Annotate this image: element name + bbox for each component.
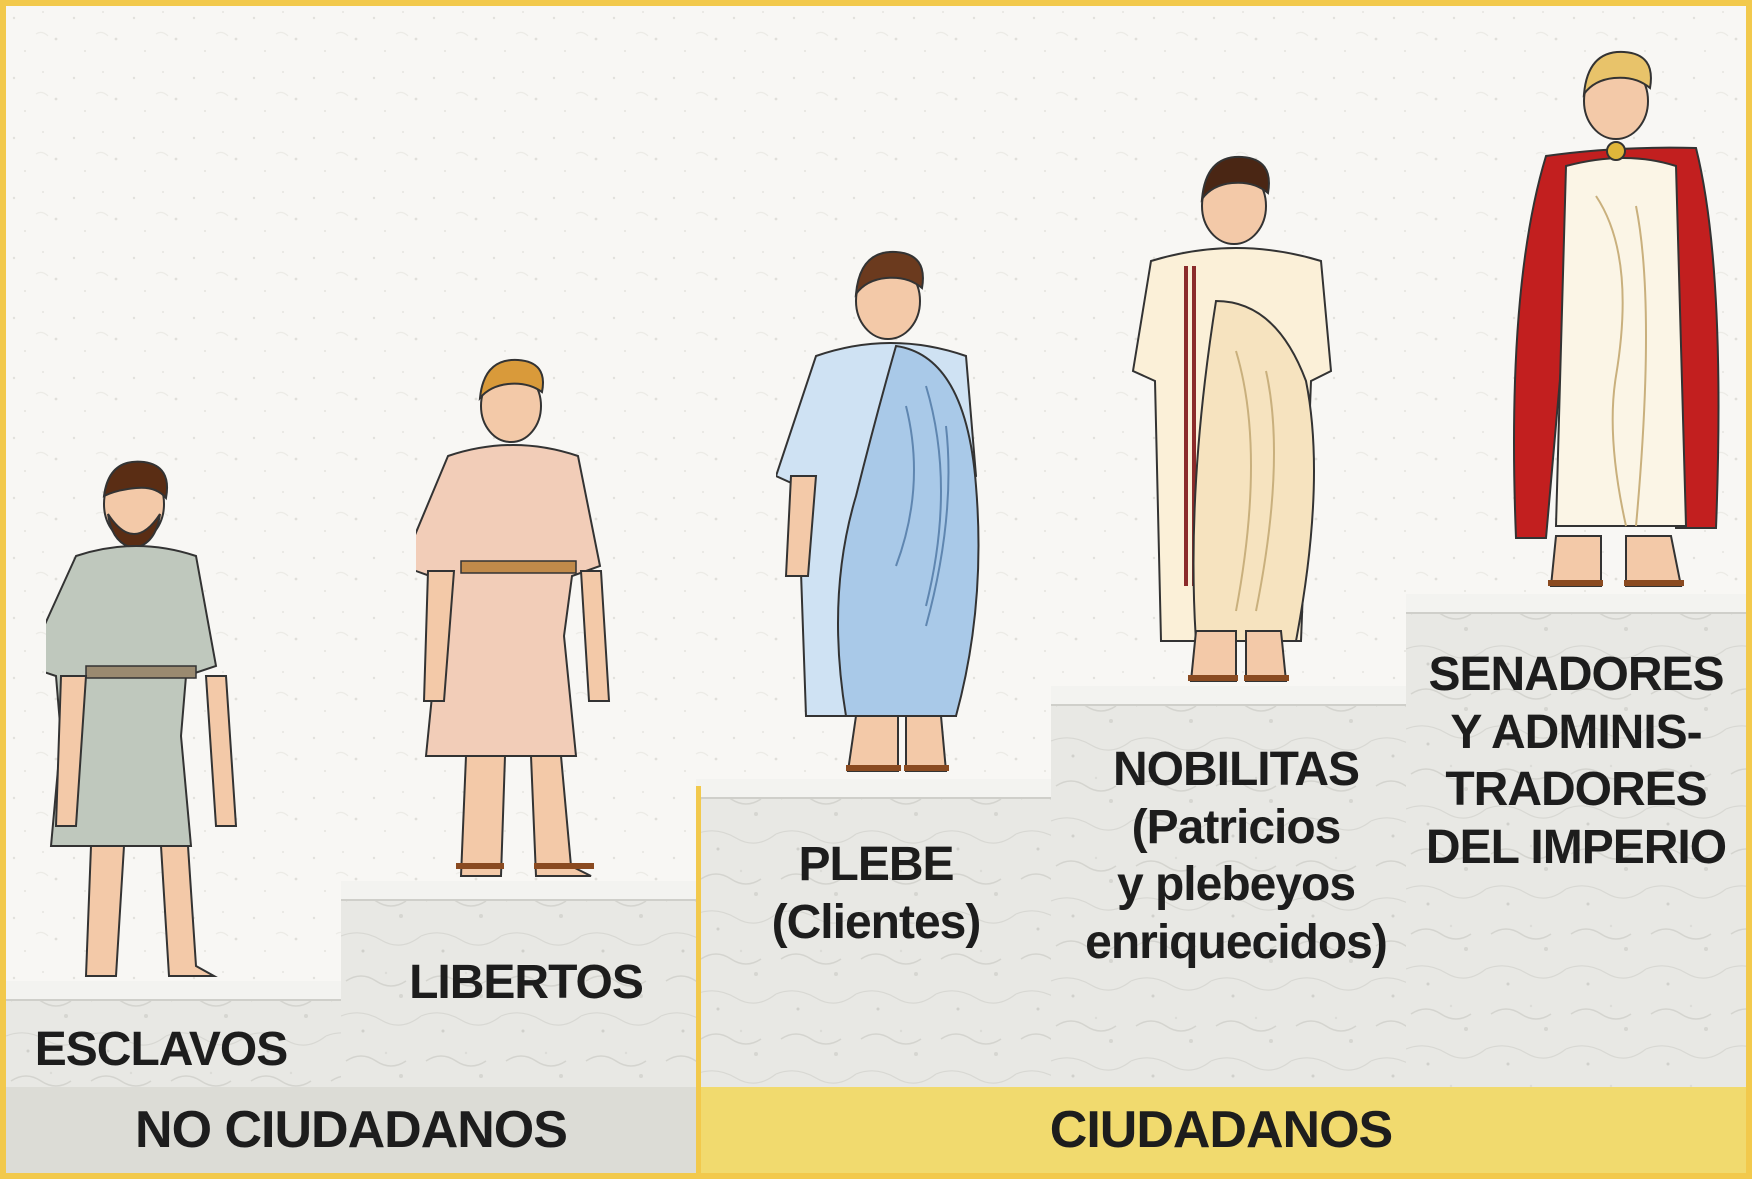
figure-plebeyo [776, 250, 980, 772]
band-ciudadanos: CIUDADANOS [696, 1087, 1746, 1173]
label-senadores-line-3: TRADORES [1445, 763, 1707, 817]
label-plebe-line-1: PLEBE [798, 838, 954, 891]
group-divider [696, 786, 701, 1173]
band-ciudadanos-label: CIUDADANOS [1049, 1101, 1393, 1159]
label-nobilitas-line-1: NOBILITAS [1112, 743, 1360, 796]
label-plebe: PLEBE (Clientes) [746, 836, 1006, 951]
band-no-ciudadanos: NO CIUDADANOS [6, 1087, 696, 1173]
label-nobilitas-line-2: (Patricios [1131, 800, 1342, 854]
figure-senador [1513, 50, 1720, 587]
step-esclavos [6, 981, 346, 1101]
label-senadores-line-2: Y ADMINIS- [1450, 705, 1702, 759]
label-senadores-line-1: SENADORES [1428, 648, 1724, 701]
label-nobilitas-line-4: enriquecidos) [1085, 915, 1388, 969]
label-senadores-line-4: DEL IMPERIO [1425, 820, 1727, 874]
step-libertos [341, 881, 696, 1101]
label-nobilitas: NOBILITAS (Patricios y plebeyos enriquec… [1066, 741, 1406, 971]
label-esclavos-line-1: ESCLAVOS [34, 1023, 288, 1076]
label-plebe-line-2: (Clientes) [771, 895, 982, 949]
label-nobilitas-line-3: y plebeyos [1116, 858, 1356, 912]
figure-noble [1131, 155, 1333, 682]
band-no-ciudadanos-label: NO CIUDADANOS [135, 1101, 568, 1159]
step-plebe [696, 779, 1056, 1101]
label-libertos: LIBERTOS [396, 954, 656, 1012]
step-nobilitas [1051, 686, 1411, 1101]
label-libertos-line-1: LIBERTOS [409, 956, 644, 1009]
step-senadores [1406, 594, 1746, 1101]
figure-liberto [416, 358, 611, 877]
label-senadores: SENADORES Y ADMINIS- TRADORES DEL IMPERI… [1406, 646, 1746, 876]
label-esclavos: ESCLAVOS [26, 1021, 296, 1079]
figure-esclavo [46, 460, 238, 977]
